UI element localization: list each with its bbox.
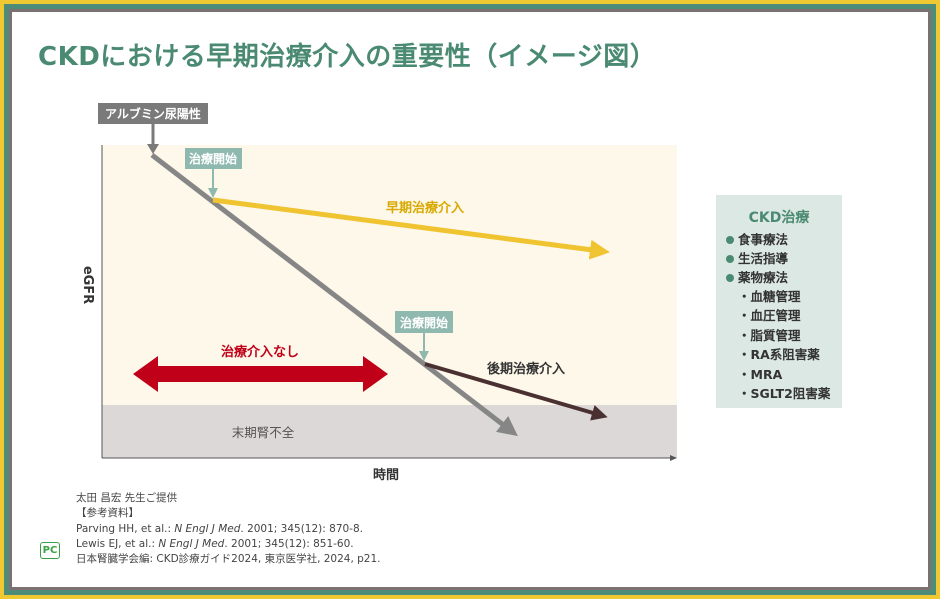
late-label: 後期治療介入 (487, 361, 565, 377)
sub-item: ・脂質管理 (738, 327, 801, 343)
untreated-line (150, 153, 518, 437)
early-treatment-line (212, 197, 610, 260)
sub-item: ・血糖管理 (738, 289, 801, 304)
y-axis-label: eGFR (80, 266, 95, 304)
sub-item: ・SGLT2阻害薬 (738, 386, 831, 402)
albuminuria-label: アルブミン尿陽性 (105, 106, 201, 121)
no-treatment-double-arrow (133, 356, 388, 392)
pc-logo: PC (40, 542, 60, 559)
albuminuria-badge (98, 103, 208, 124)
treatment-start-badge (185, 148, 242, 169)
item-label: 薬物療法 (738, 270, 789, 285)
page-title: CKDにおける早期治療介入の重要性（イメージ図） (38, 42, 657, 72)
credit: 太田 昌宏 先生ご提供 (76, 492, 178, 504)
ckd-treatment-panel: CKD治療 食事療法 生活指導 薬物療法 ・血糖管理 ・血圧管理 ・脂質管理 ・… (716, 195, 842, 408)
arrow-down-icon (147, 144, 159, 154)
late-treatment-line (424, 362, 608, 421)
reference-2: Lewis EJ, et al.: N Engl J Med. 2001; 34… (76, 537, 354, 550)
item-label: 生活指導 (738, 251, 789, 266)
bullet-icon (726, 274, 734, 282)
slide: CKDにおける早期治療介入の重要性（イメージ図） アルブミン尿陽性 治療開始 治… (12, 12, 928, 587)
list-item: 生活指導 (726, 249, 842, 268)
esrd-zone (102, 405, 677, 458)
item-label: 食事療法 (738, 232, 789, 247)
treatment-start-label: 治療開始 (189, 151, 237, 166)
reference-1: Parving HH, et al.: N Engl J Med. 2001; … (76, 522, 363, 535)
sub-item: ・血圧管理 (738, 308, 801, 324)
panel-heading: CKD治療 (748, 210, 810, 226)
reference-3: 日本腎臓学会編: CKD診療ガイド2024, 東京医学社, 2024, p21. (76, 553, 381, 566)
early-label: 早期治療介入 (386, 200, 464, 216)
list-item: 薬物療法 (726, 268, 842, 287)
sub-item: ・RA系阻害薬 (738, 347, 820, 363)
list-item: 食事療法 (726, 230, 842, 249)
references: 太田 昌宏 先生ご提供 【参考資料】 Parving HH, et al.: N… (76, 491, 381, 567)
bullet-icon (726, 255, 734, 263)
x-axis-label: 時間 (373, 467, 399, 483)
arrow-down-icon (419, 351, 429, 361)
bullet-icon (726, 236, 734, 244)
no-treatment-label: 治療介入なし (221, 344, 299, 360)
treatment-start-label-late: 治療開始 (400, 315, 448, 330)
sub-item: ・MRA (738, 366, 783, 382)
refs-heading: 【参考資料】 (76, 507, 139, 520)
treatment-start-badge-late (395, 311, 453, 333)
x-axis-arrow-icon (670, 455, 677, 461)
esrd-label: 末期腎不全 (232, 425, 295, 440)
arrow-down-icon (208, 188, 218, 198)
